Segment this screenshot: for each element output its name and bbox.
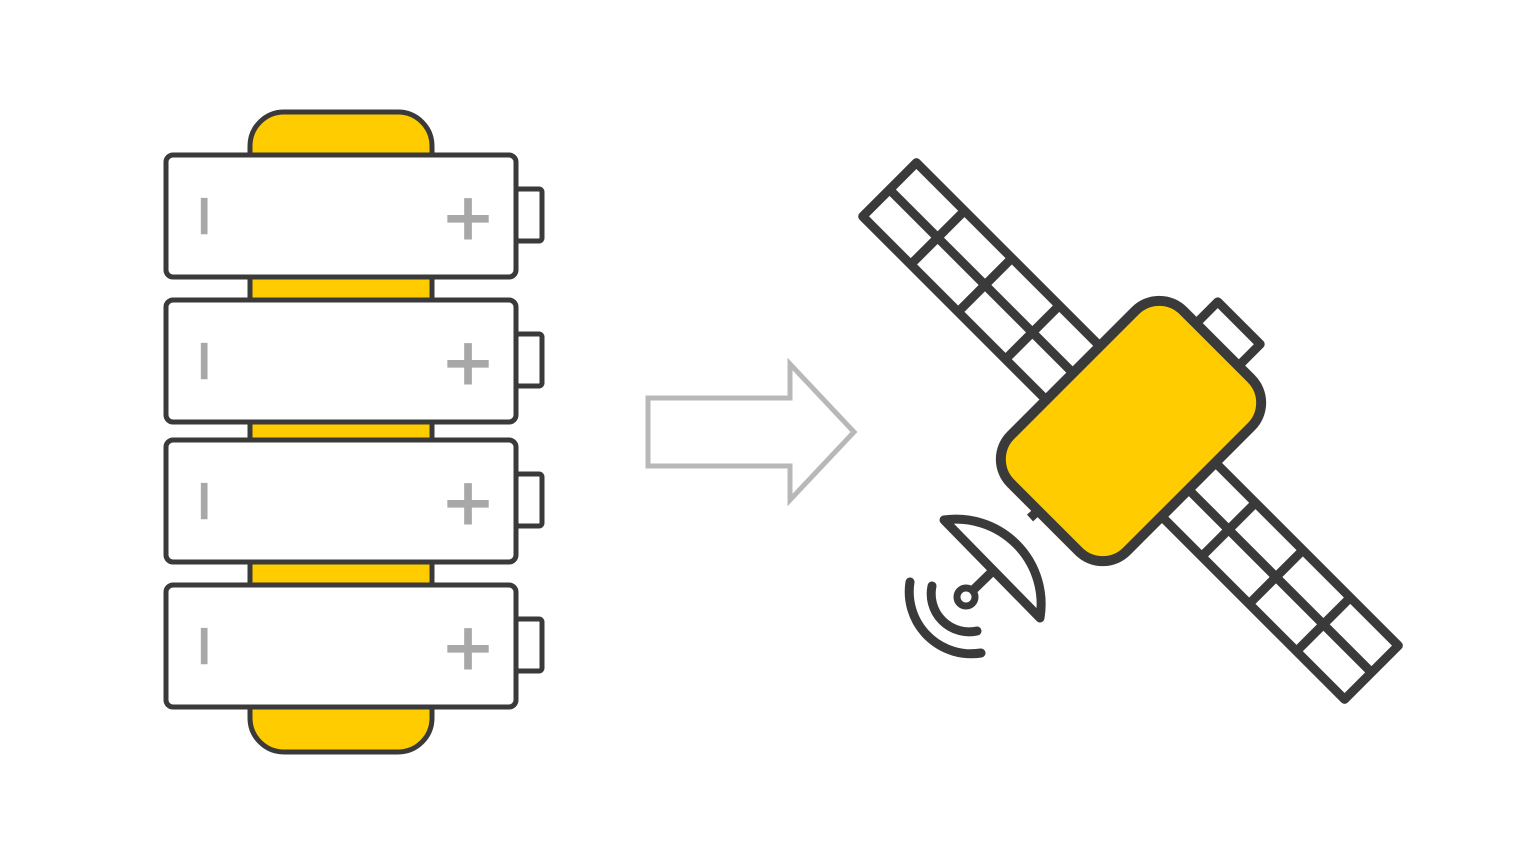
signal-waves-icon	[904, 577, 986, 659]
positive-symbol: +	[440, 464, 495, 541]
satellite-body-icon	[995, 295, 1267, 567]
negative-symbol: −	[172, 337, 240, 386]
battery-terminal	[513, 471, 545, 529]
battery-pack-icon: −+−+−+−+	[163, 109, 545, 755]
battery-terminal	[513, 331, 545, 389]
battery-cell-body	[163, 582, 519, 710]
battery-cell-icon: −+	[163, 582, 545, 710]
negative-symbol: −	[172, 192, 240, 241]
battery-cell-icon: −+	[163, 437, 545, 565]
battery-cell-icon: −+	[163, 297, 545, 425]
battery-cell-body	[163, 437, 519, 565]
battery-cell-body	[163, 152, 519, 280]
positive-symbol: +	[440, 609, 495, 686]
satellite-icon	[858, 158, 1403, 704]
battery-cells: −+−+−+−+	[163, 152, 545, 710]
battery-cell-icon: −+	[163, 152, 545, 280]
battery-cell-body	[163, 297, 519, 425]
negative-symbol: −	[172, 477, 240, 526]
positive-symbol: +	[440, 324, 495, 401]
battery-terminal	[513, 186, 545, 244]
negative-symbol: −	[172, 622, 240, 671]
dish-antenna-icon	[939, 494, 1056, 623]
arrow-right-icon	[645, 357, 858, 507]
positive-symbol: +	[440, 179, 495, 256]
battery-terminal	[513, 616, 545, 674]
